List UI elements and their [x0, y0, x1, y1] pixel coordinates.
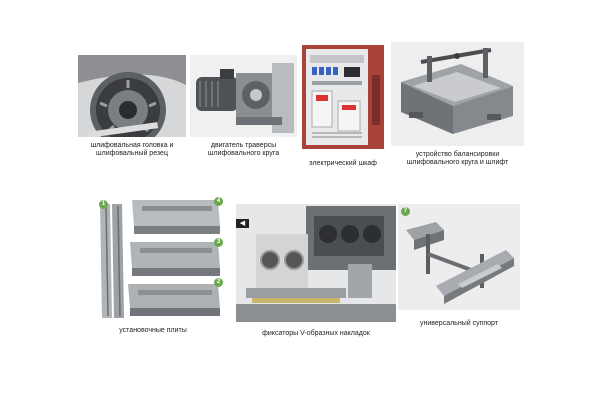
caption-grinding-head: шлифовальная головка и шлифовальный резе… — [90, 142, 174, 157]
balancing-device-image — [391, 42, 524, 146]
caption-universal-support: универсальный суппорт — [420, 320, 498, 327]
traverse-motor-image — [190, 55, 297, 137]
photo-grinding-head — [78, 55, 186, 137]
caption-balancing-device: устройство балансировки шлифовального кр… — [406, 151, 509, 166]
caption-mounting-plates: установочные плиты — [119, 327, 187, 334]
photo-electric-cabinet — [302, 45, 384, 149]
universal-support-image — [398, 204, 520, 310]
badge-1: 1 — [99, 200, 108, 209]
v-clamps-image — [236, 204, 396, 322]
photo-mounting-plates: 1 4 3 2 — [90, 196, 228, 322]
badge-3: 3 — [214, 238, 223, 247]
caption-electric-cabinet: электрический шкаф — [309, 160, 377, 167]
grinding-head-image — [78, 55, 186, 137]
caption-v-clamps: фиксаторы V-образных накладок — [262, 330, 370, 337]
photo-balancing-device — [391, 42, 524, 146]
photo-traverse-motor — [190, 55, 297, 137]
electric-cabinet-image — [302, 45, 384, 149]
photo-universal-support: 7 — [398, 204, 520, 310]
badge-2: 2 — [214, 278, 223, 287]
badge-4: 4 — [214, 197, 223, 206]
mounting-plates-image — [90, 196, 228, 322]
caption-traverse-motor: двигатель траверсы шлифовального круга — [207, 142, 280, 157]
photo-v-clamps — [236, 204, 396, 322]
badge-7: 7 — [401, 207, 410, 216]
arrow-left-icon: ◀ — [236, 219, 249, 228]
